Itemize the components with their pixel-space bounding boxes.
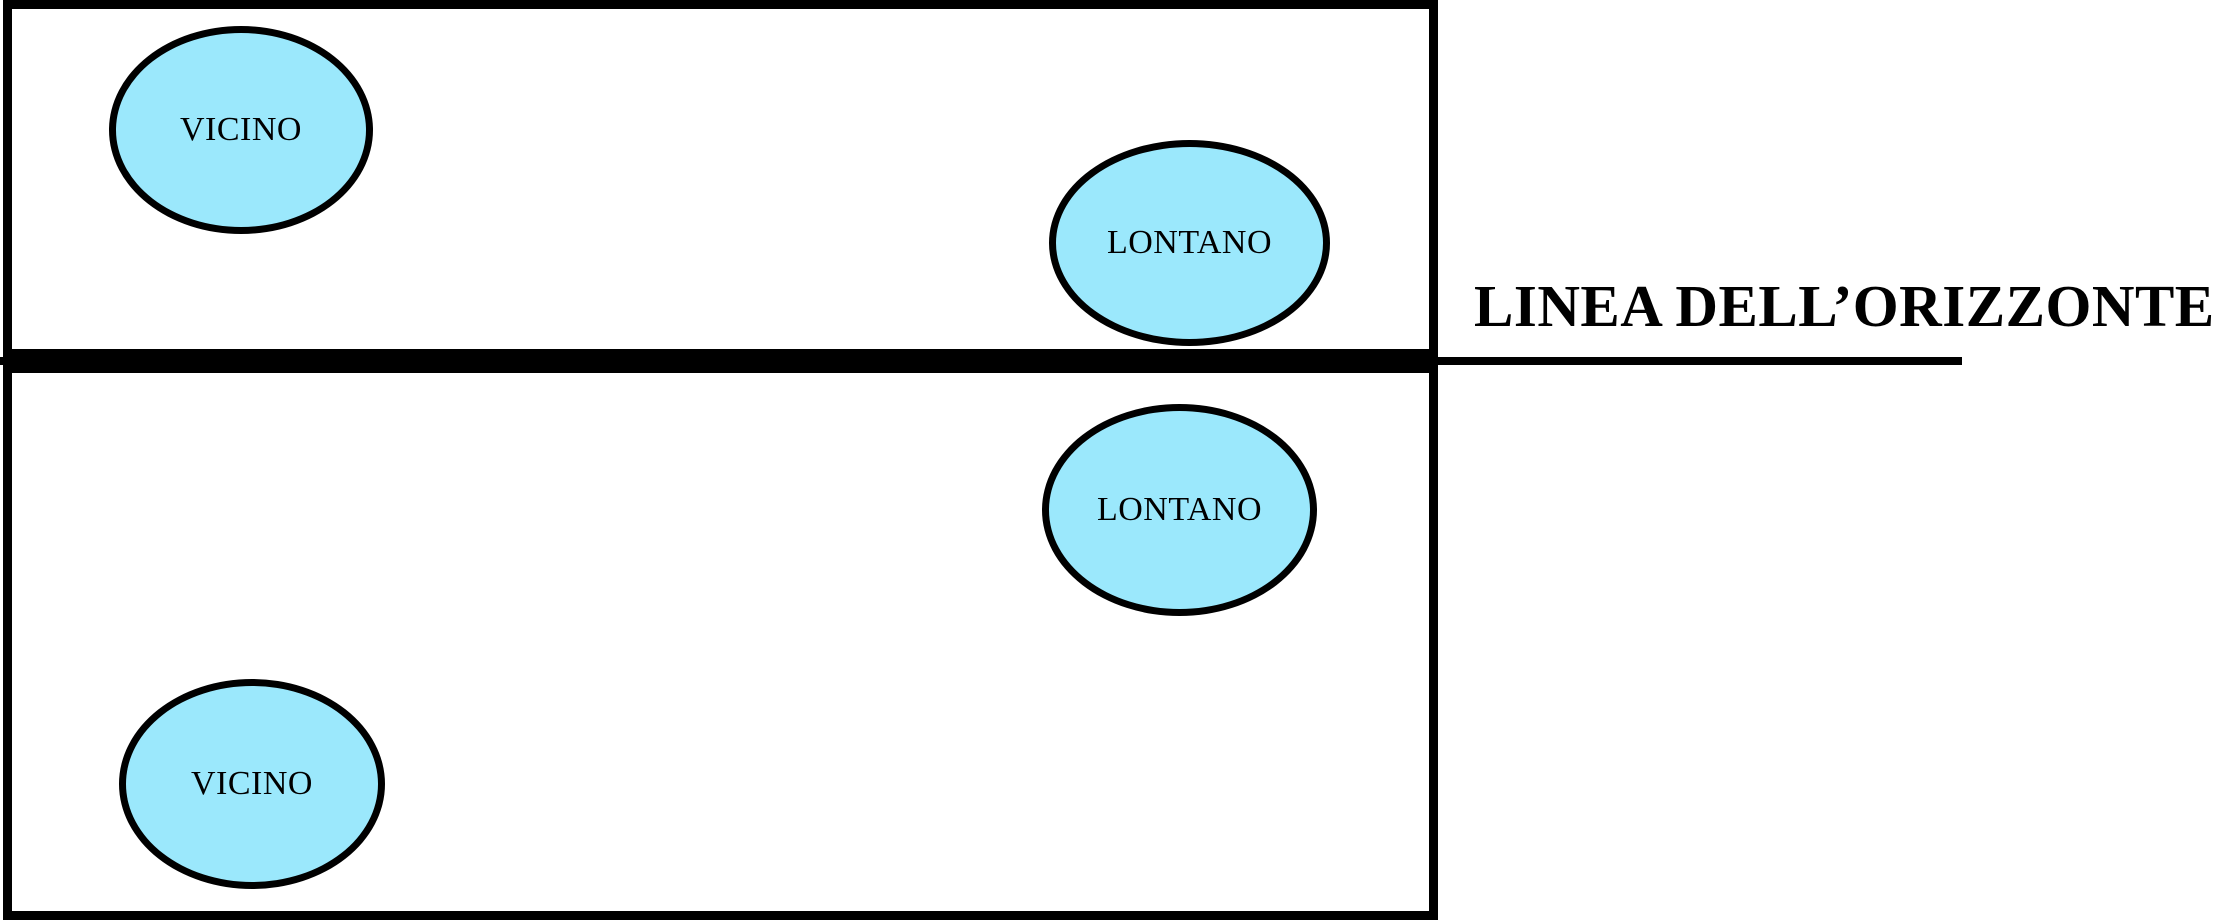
- ellipse-lower-vicino: VICINO: [119, 679, 385, 889]
- lower-panel-frame: LONTANO VICINO: [3, 364, 1438, 920]
- ellipse-label-upper-vicino: VICINO: [180, 111, 302, 148]
- ellipse-label-lower-lontano: LONTANO: [1096, 491, 1263, 528]
- ellipse-lower-lontano: LONTANO: [1042, 404, 1317, 616]
- ellipse-upper-vicino: VICINO: [109, 26, 373, 234]
- upper-panel-frame: VICINO LONTANO: [3, 0, 1438, 358]
- ellipse-label-lower-vicino: VICINO: [191, 765, 313, 802]
- horizon-line: [0, 357, 1962, 365]
- ellipse-upper-lontano: LONTANO: [1049, 140, 1330, 346]
- ellipse-label-upper-lontano: LONTANO: [1106, 224, 1273, 261]
- horizon-line-label: LINEA DELL’ORIZZONTE: [1474, 273, 2215, 339]
